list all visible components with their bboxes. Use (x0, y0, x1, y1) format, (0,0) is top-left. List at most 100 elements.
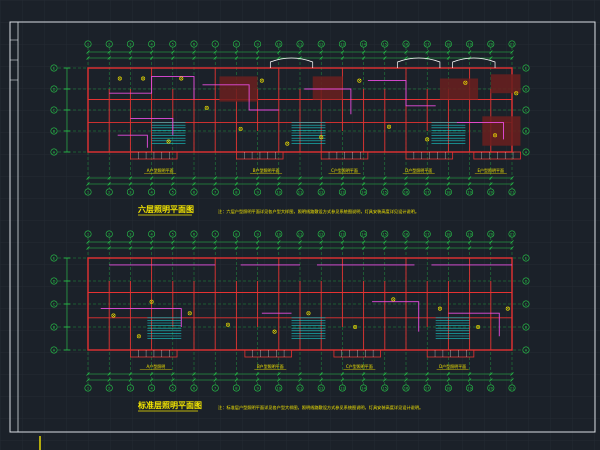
axis-number: 6 (193, 386, 196, 390)
axis-number: 19 (467, 386, 472, 390)
dimension-tick (171, 176, 175, 180)
light-fixture-cross (285, 142, 289, 145)
light-fixture (357, 78, 362, 83)
unit-label: B户型照明平面 (253, 167, 280, 173)
axis-bubble (275, 384, 283, 392)
row-letter: E (525, 256, 528, 260)
light-fixture-cross (239, 127, 243, 131)
axis-bubble (84, 40, 92, 48)
dimension-tick (255, 176, 260, 180)
dimension-tick (255, 246, 260, 250)
axis-number: 21 (510, 190, 515, 194)
dimension-tick (255, 182, 260, 186)
dimension-tick (510, 176, 514, 180)
dimension-tick (489, 56, 493, 60)
dimension-tick (489, 372, 493, 376)
axis-bubble (381, 40, 389, 48)
row-bubble (522, 277, 530, 285)
wiring-run (456, 122, 504, 140)
dimension-tick (404, 56, 408, 60)
wiring-run (372, 301, 420, 332)
dimension-tick (149, 372, 154, 376)
axis-number: 18 (446, 190, 451, 194)
axis-number: 15 (383, 42, 388, 46)
balcony (333, 349, 381, 358)
row-letter: B (53, 325, 56, 329)
row-letter: B (53, 129, 56, 133)
axis-number: 12 (319, 232, 324, 236)
axis-bubble (402, 40, 410, 48)
axis-bubble (169, 188, 177, 196)
row-letter: A (53, 150, 56, 154)
light-fixture (166, 139, 171, 144)
axis-number: 6 (193, 232, 196, 236)
light-fixture (149, 299, 154, 304)
axis-number: 4 (150, 42, 153, 46)
dimension-tick (404, 240, 408, 244)
dimension-tick (446, 240, 451, 244)
floor-plan-top: 1122334455667788991010111112121313141415… (50, 40, 530, 196)
axis-bubble (360, 230, 368, 238)
light-fixture (204, 105, 209, 110)
axis-bubble (402, 384, 410, 392)
unit-label: A户型照明平面 (147, 167, 174, 173)
axis-bubble (275, 40, 283, 48)
drawing-frame (9, 21, 596, 450)
dimension-tick (340, 240, 345, 244)
axis-number: 1 (87, 232, 89, 236)
light-fixture-cross (226, 323, 230, 327)
axis-number: 8 (235, 42, 238, 46)
row-bubble (522, 254, 530, 262)
dimension-tick (467, 176, 472, 180)
row-bubble (50, 127, 58, 135)
axis-bubble (423, 188, 431, 196)
row-letter: D (525, 87, 528, 91)
dimension-tick (510, 240, 514, 244)
dimension-tick (383, 56, 387, 60)
light-fixture-cross (357, 79, 361, 82)
axis-bubble (423, 40, 431, 48)
dimension-tick (340, 372, 345, 376)
hatched-room (490, 74, 521, 94)
axis-number: 13 (340, 190, 345, 194)
axis-number: 5 (172, 232, 174, 236)
light-fixture-cross (205, 106, 209, 110)
axis-bubble (402, 230, 410, 238)
axis-bubble (105, 40, 113, 48)
axis-bubble (381, 230, 389, 238)
dimension-tick (128, 246, 133, 250)
axis-number: 1 (87, 190, 89, 194)
axis-bubble (487, 230, 495, 238)
row-letter: C (53, 108, 56, 112)
dimension-tick (255, 372, 260, 376)
light-fixture (391, 297, 396, 302)
balcony (320, 151, 369, 160)
dimension-tick (192, 246, 196, 250)
axis-number: 8 (235, 386, 238, 390)
dimension-tick (298, 182, 302, 186)
dimension-tick (319, 56, 323, 60)
axis-bubble (317, 188, 325, 196)
dimension-tick (425, 372, 429, 376)
axis-bubble (126, 230, 134, 238)
dimension-tick (128, 182, 133, 186)
dimension-tick (86, 176, 90, 180)
wiring-run (367, 80, 436, 107)
axis-bubble (444, 384, 452, 392)
dimension-tick (446, 56, 451, 60)
dimension-tick (510, 372, 514, 376)
row-letter: D (525, 279, 528, 283)
axis-number: 5 (172, 386, 174, 390)
dimension-tick (489, 182, 493, 186)
light-fixture-cross (273, 330, 276, 333)
axis-number: 15 (383, 190, 388, 194)
axis-bubble (84, 384, 92, 392)
axis-bubble (232, 188, 240, 196)
row-bubble (522, 323, 530, 331)
dimension-tick (128, 50, 133, 54)
plan-bottom-title: 标准层照明平面图 (137, 400, 202, 410)
dimension-tick (298, 246, 302, 250)
dimension-tick (255, 378, 260, 382)
dimension-tick (340, 50, 345, 54)
